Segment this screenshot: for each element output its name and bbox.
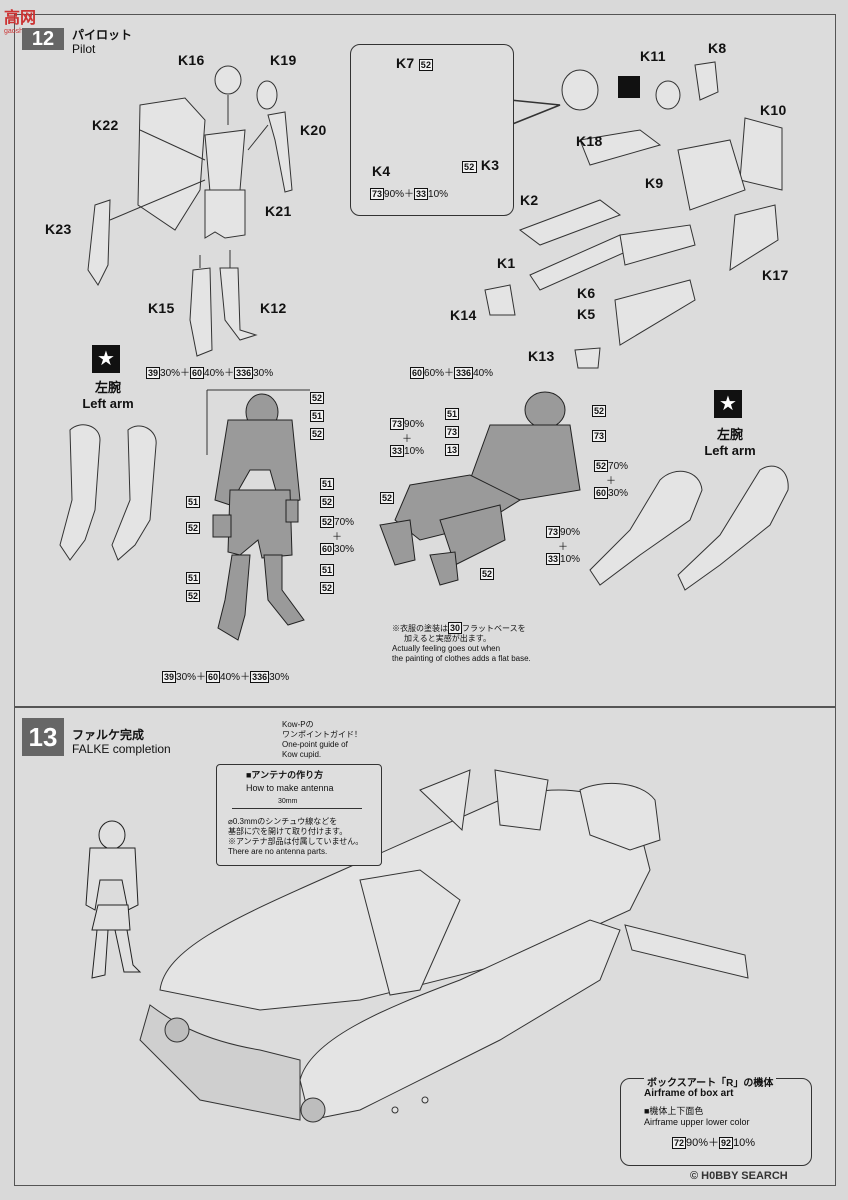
part-label: K1 [497,255,516,271]
step-12-title-jp: パイロット [72,28,133,42]
paint-code: 51 [320,478,335,490]
part-label: 52 K3 [462,157,500,173]
paint-code: 52 [320,496,335,508]
step-divider [14,706,836,708]
part-label: K10 [760,102,787,118]
antenna-title-en: How to make antenna [246,783,334,793]
part-label: K17 [762,267,789,283]
box-art-title-jp: ボックスアート「R」の機体 [644,1074,777,1089]
part-label: K7 52 [396,55,434,71]
step-13-number: 13 [22,718,64,756]
part-label: K6 [577,285,596,301]
part-label: K15 [148,300,175,316]
part-label: K12 [260,300,287,316]
paint-code: 52 [310,392,325,404]
part-label: K5 [577,306,596,322]
part-label: K23 [45,221,72,237]
part-label: K13 [528,348,555,364]
paint-code: 51 [186,496,201,508]
paint-code: 51 [445,408,460,420]
antenna-length: 30mm [278,798,298,805]
part-label: K21 [265,203,292,219]
helmet-callout [350,44,514,216]
box-art-item-en: Airframe upper lower color [644,1117,750,1127]
paint-code: 13 [445,444,460,456]
step-13-title-jp: ファルケ完成 [72,728,145,742]
part-label: K22 [92,117,119,133]
part-label: K8 [708,40,727,56]
step-13-title-en: FALKE completion [72,742,171,756]
paint-code: 52 [310,428,325,440]
antenna-guide-box [216,764,382,866]
antenna-notes: ⌀0.3mmのシンチュウ線などを 基部に穴を開けて取り付けます。 ※アンテナ部品… [228,817,364,856]
paint-code: 52 [418,59,434,71]
antenna-title-jp: ■アンテナの作り方 [246,770,324,780]
part-label: K4 [372,163,391,179]
step-12-number: 12 [22,28,64,50]
part-label: K9 [645,175,664,191]
paint-code: 52 [320,582,335,594]
watermark: © H0BBY SEARCH [690,1170,788,1182]
guide-title: Kow-Pの ワンポイントガイド！ One-point guide of Kow… [282,720,362,759]
logo-text: 高网 [4,10,37,27]
part-label: K2 [520,192,539,208]
paint-code: 52 [186,522,201,534]
step-12-title-en: Pilot [72,42,96,56]
paint-code: 52 [480,568,495,580]
paint-code: 51 [186,572,201,584]
part-label: K16 [178,52,205,68]
antenna-wire [232,808,362,809]
part-label: K14 [450,307,477,323]
paint-code: 51 [320,564,335,576]
paint-code: 52 [186,590,201,602]
star-icon: ★ [714,390,742,418]
star-icon: ★ [92,345,120,373]
part-label: K20 [300,122,327,138]
part-label: K18 [576,133,603,149]
box-art-item-jp: ■機体上下面色 [644,1106,704,1116]
box-art-title-en: Airframe of box art [644,1088,734,1099]
paint-code: 52 [462,161,477,173]
part-label: K11 [640,48,666,64]
part-label: K19 [270,52,297,68]
box-art-info [620,1078,812,1166]
paint-code: 73 [445,426,460,438]
paint-code: 73 [592,430,607,442]
paint-code: 52 [380,492,395,504]
paint-code: 51 [310,410,325,422]
paint-code: 52 [592,405,607,417]
